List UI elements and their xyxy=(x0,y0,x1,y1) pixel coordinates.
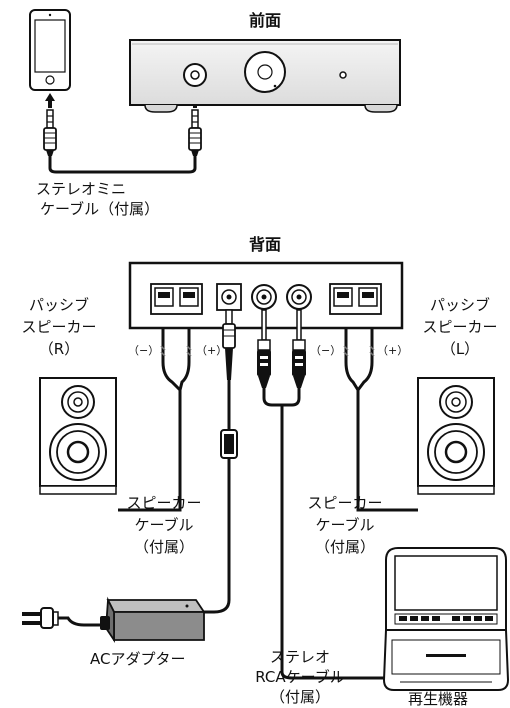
speaker-r-label-line3: （R） xyxy=(38,340,80,358)
speaker-l-label-line3: （L） xyxy=(440,340,480,358)
smartphone-icon xyxy=(29,9,71,91)
polarity-minus-l: （−） xyxy=(310,344,342,357)
speaker-cable-r-label-line3: （付属） xyxy=(133,538,194,556)
back-title: 背面 xyxy=(248,235,281,254)
rca-cable-label-line3: （付属） xyxy=(269,688,330,706)
arrow-up-icon xyxy=(45,93,55,108)
speaker-right-icon xyxy=(39,377,117,495)
rca-plug-icon xyxy=(257,309,271,388)
mini-cable-label-line1: ステレオミニ xyxy=(36,180,127,198)
front-title: 前面 xyxy=(248,11,281,30)
laptop-icon xyxy=(382,547,510,691)
stereo-mini-cable xyxy=(43,109,202,174)
player-label: 再生機器 xyxy=(408,690,469,708)
speaker-cable-l-label-line1: スピーカー xyxy=(307,494,383,512)
speaker-cable-r-label-line1: スピーカー xyxy=(126,494,202,512)
speaker-l-label-line2: スピーカー xyxy=(422,318,498,336)
speaker-r-label-line2: スピーカー xyxy=(21,318,97,336)
rca-plug-icon xyxy=(292,309,306,388)
speaker-r-label-line1: パッシブ xyxy=(28,296,89,314)
speaker-cable-l-label-line3: （付属） xyxy=(314,538,375,556)
speaker-cable-left xyxy=(344,310,418,512)
speaker-cable-r-label-line2: ケーブル xyxy=(134,516,194,534)
ac-adapter-icon xyxy=(100,596,206,643)
ac-adapter-label: ACアダプター xyxy=(90,650,186,668)
speaker-cable-right xyxy=(118,310,191,512)
polarity-minus-r: （−） xyxy=(128,344,160,357)
speaker-left-icon xyxy=(417,377,495,495)
dc-plug-icon xyxy=(220,309,238,459)
amplifier-front xyxy=(129,39,401,113)
power-plug-icon xyxy=(22,607,59,629)
mini-cable-label-line2: ケーブル（付属） xyxy=(40,200,160,218)
speaker-cable-l-label-line2: ケーブル xyxy=(315,516,375,534)
rca-cable-label-line1: ステレオ xyxy=(269,648,330,666)
speaker-l-label-line1: パッシブ xyxy=(429,296,490,314)
rca-cable xyxy=(262,388,384,680)
polarity-plus-l: （+） xyxy=(377,344,409,357)
rca-cable-label-line2: RCAケーブル xyxy=(255,668,345,686)
polarity-plus-r: （+） xyxy=(196,344,228,357)
polarity-markers xyxy=(160,345,375,357)
